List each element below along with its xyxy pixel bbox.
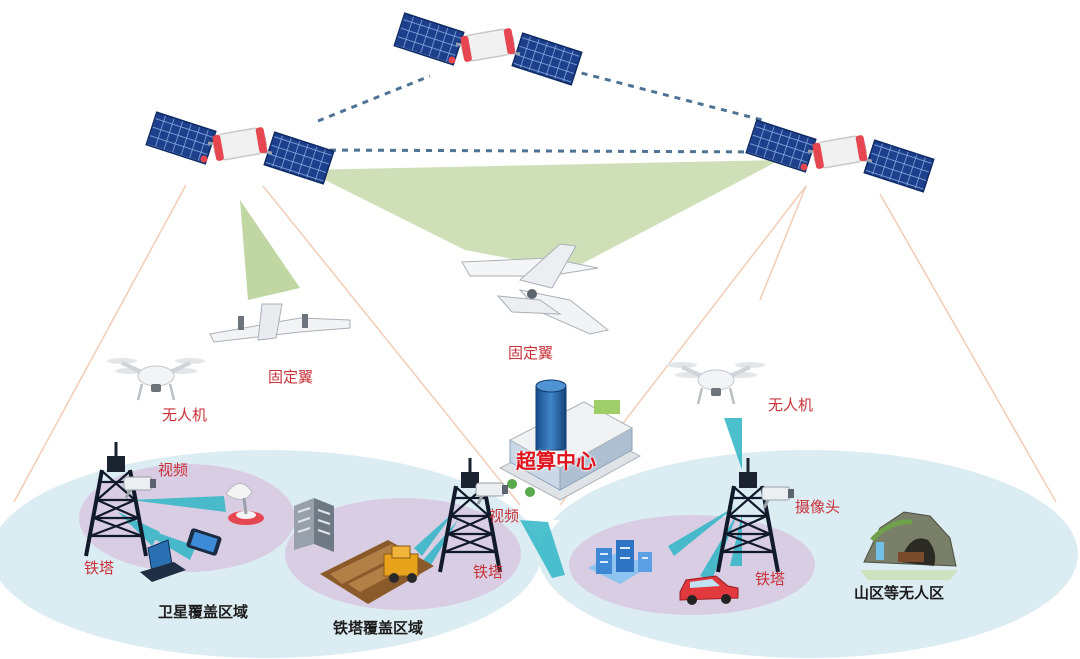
satellite-icon (744, 118, 936, 194)
building-icon (498, 379, 642, 501)
building-icon (588, 540, 652, 584)
tower-label: 铁塔 (84, 559, 115, 577)
satellite-dish-icon (225, 483, 264, 525)
satellite-icon (392, 11, 584, 87)
mountain-area-label: 山区等无人区 (854, 584, 945, 602)
supercomputing-center-label: 超算中心 (516, 449, 596, 473)
video-label: 视频 (489, 507, 520, 525)
car-icon (679, 575, 739, 605)
satellite-coverage-label: 卫星覆盖区域 (158, 603, 249, 621)
tower-label: 铁塔 (755, 570, 786, 588)
fixed-wing-label: 固定翼 (268, 368, 314, 386)
drone-label: 无人机 (162, 406, 208, 424)
camera-label: 摄像头 (795, 498, 841, 516)
harvester-icon (320, 540, 434, 604)
satellite-beam-center (305, 160, 780, 270)
quadcopter-icon (105, 356, 207, 402)
satellite-beam-left (240, 200, 300, 300)
satellite-icon (144, 110, 336, 186)
drone-label: 无人机 (768, 396, 814, 414)
signal-beams (118, 418, 742, 580)
inter-satellite-links (317, 68, 771, 154)
phone-icon (186, 528, 222, 556)
video-label: 视频 (158, 461, 189, 479)
laptop-icon (140, 539, 186, 582)
quadcopter-icon (665, 360, 767, 406)
tower-label: 铁塔 (473, 563, 504, 581)
mountain-icon (860, 511, 958, 580)
fixed-wing-drone-icon (209, 303, 351, 343)
fixed-wing-label: 固定翼 (508, 344, 554, 362)
tower-coverage-label: 铁塔覆盖区域 (333, 619, 424, 637)
building-icon (294, 498, 334, 552)
fixed-wing-drone-icon (461, 243, 610, 335)
